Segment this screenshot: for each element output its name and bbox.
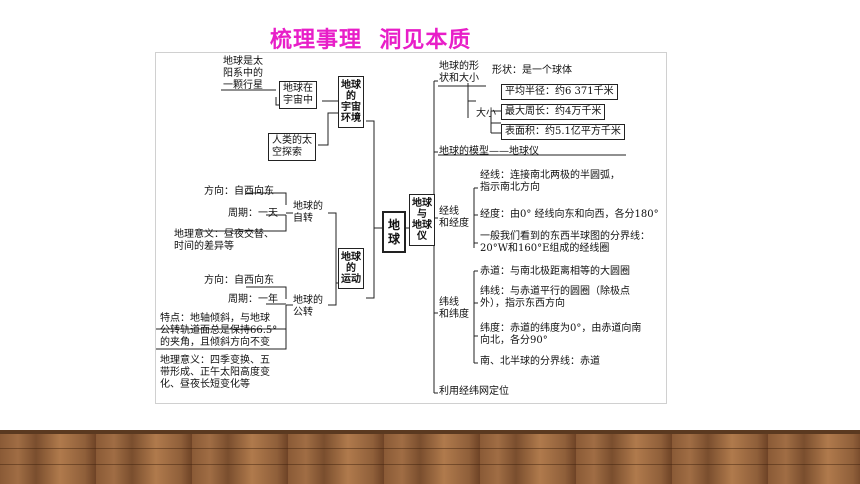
size-label: 大小 xyxy=(476,108,496,119)
revolution-meaning: 地理意义：四季变换、五 带形成、正午太阳高度变 化、昼夜长短变化等 xyxy=(160,355,270,390)
wood-floor-decoration xyxy=(0,430,860,484)
center-node-earth: 地 球 xyxy=(382,211,407,253)
space-explore-node: 人类的太 空探索 xyxy=(268,133,316,161)
revolution-node: 地球的 公转 xyxy=(293,295,323,318)
parallel-item: 纬线：与赤道平行的圆圈（除极点 外），指示东西方向 xyxy=(480,286,630,309)
shape-size-node: 地球的形 状和大小 xyxy=(439,61,479,84)
earth-and-globe-node: 地球 与 地球 仪 xyxy=(409,194,435,246)
solar-system-node: 地球是太 阳系中的 一颗行星 xyxy=(223,56,263,91)
mind-map-image: 地球是太 阳系中的 一颗行星 地球在 宇宙中 人类的太 空探索 地球 的 宇宙 … xyxy=(155,52,667,404)
meridian-item: 经线：连接南北两极的半圆弧， 指示南北方向 xyxy=(480,170,620,193)
circumference-item: 最大周长：约4万千米 xyxy=(501,104,606,120)
revolution-features: 特点：地轴倾斜，与地球 公转轨道面总是保持66.5° 的夹角，且倾斜方向不变 xyxy=(160,313,278,348)
hemisphere-boundary-item: 一般我们看到的东西半球图的分界线： 20°W和160°E组成的经线圈 xyxy=(480,231,650,254)
longitude-degree-item: 经度：由0° 经线向东和向西，各分180° xyxy=(480,209,659,220)
rotation-meaning: 地理意义：昼夜交替、 时间的差异等 xyxy=(174,229,274,252)
slide-title: 梳理事理 洞见本质 xyxy=(270,28,472,53)
surface-area-item: 表面积：约5.1亿平方千米 xyxy=(501,124,625,140)
revolution-period: 周期：一年 xyxy=(228,294,278,305)
radius-item: 平均半径：约6 371千米 xyxy=(501,84,618,100)
latitude-node: 纬线 和纬度 xyxy=(439,297,469,320)
equator-item: 赤道：与南北极距离相等的大圆圈 xyxy=(480,266,630,277)
globe-model-node: 地球的模型——地球仪 xyxy=(439,146,539,157)
latitude-degree-item: 纬度：赤道的纬度为0°，由赤道向南 向北，各分90° xyxy=(480,323,642,346)
ns-boundary-item: 南、北半球的分界线：赤道 xyxy=(480,356,600,367)
in-universe-node: 地球在 宇宙中 xyxy=(279,81,317,109)
rotation-direction: 方向：自西向东 xyxy=(204,186,274,197)
longitude-node: 经线 和经度 xyxy=(439,206,469,229)
shape-item: 形状：是一个球体 xyxy=(492,65,572,76)
cosmic-environment-node: 地球 的 宇宙 环境 xyxy=(338,76,364,128)
grid-locate-node: 利用经纬网定位 xyxy=(439,386,509,397)
rotation-node: 地球的 自转 xyxy=(293,201,323,224)
earth-motion-node: 地球 的 运动 xyxy=(338,248,364,289)
revolution-direction: 方向：自西向东 xyxy=(204,275,274,286)
rotation-period: 周期：一天 xyxy=(228,208,278,219)
